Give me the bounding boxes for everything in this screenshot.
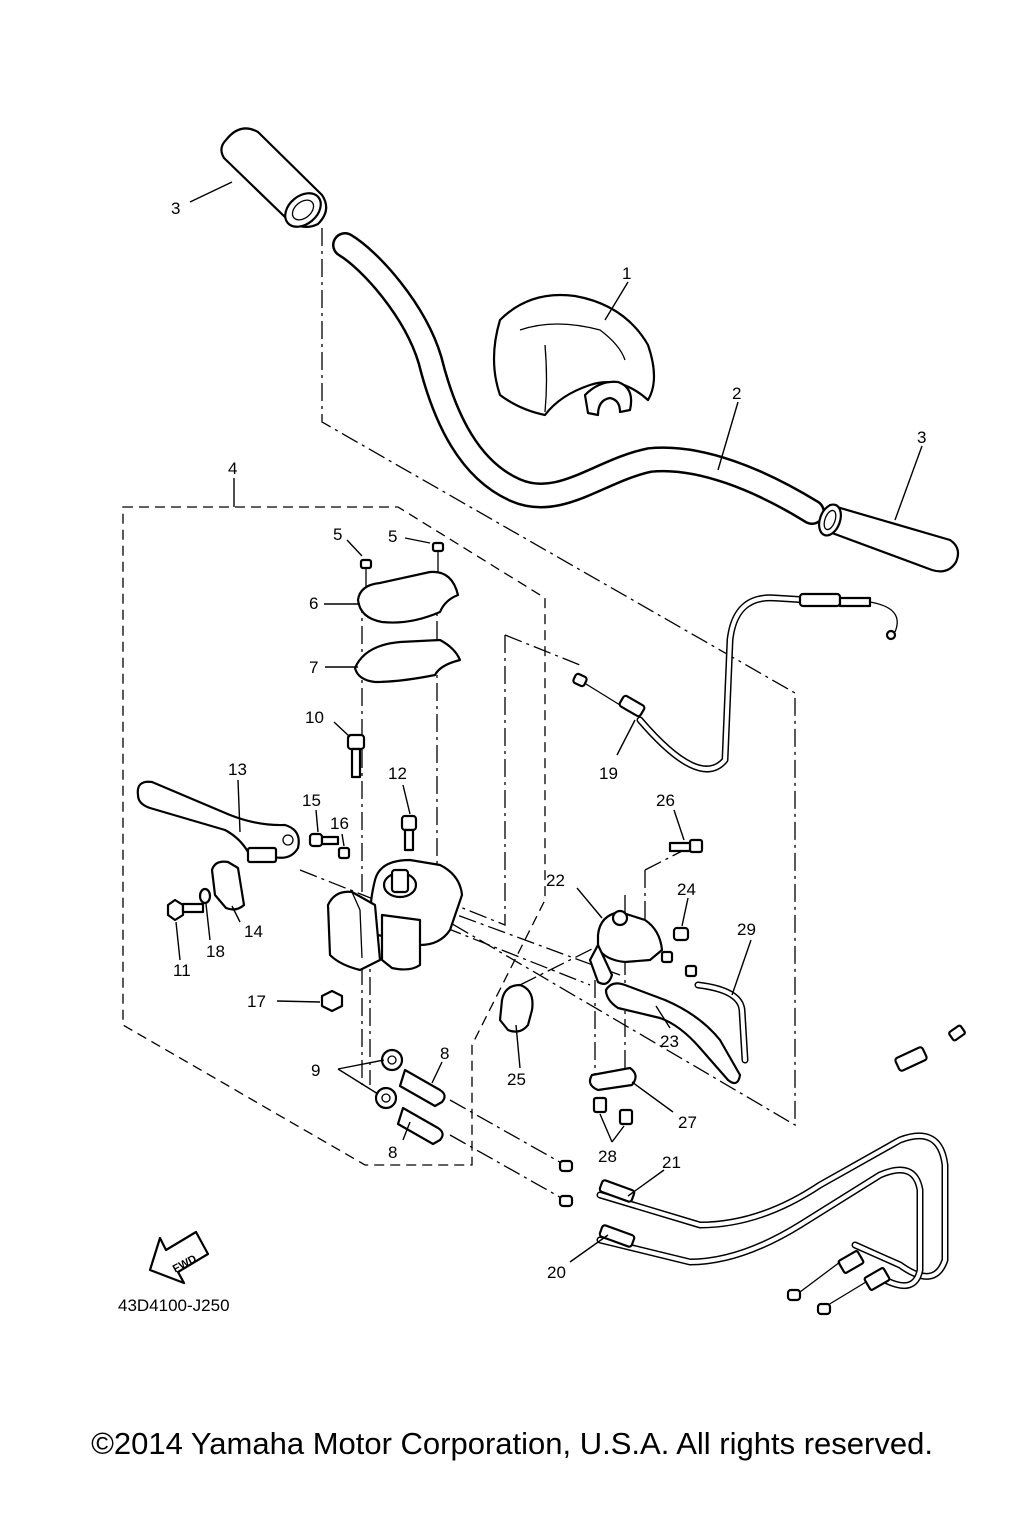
callout-18: 18 — [206, 942, 225, 961]
callout-2: 2 — [732, 384, 741, 403]
callout-22: 22 — [546, 871, 565, 890]
handlebar-pad-part — [492, 293, 656, 417]
pivot-bolt-part — [308, 832, 351, 860]
leader-lines — [175, 181, 923, 1263]
callout-17: 17 — [247, 992, 266, 1011]
cable-19-part — [572, 592, 898, 773]
callout-6: 6 — [309, 594, 318, 613]
callout-3-right: 3 — [917, 428, 926, 447]
assembly-guide-lines — [299, 228, 796, 1201]
callout-5-left: 5 — [333, 525, 342, 544]
clamp-14-part — [210, 860, 246, 911]
callout-13: 13 — [228, 760, 247, 779]
clutch-holder-22-part — [588, 909, 674, 985]
clamp-25-part — [498, 983, 534, 1033]
callout-8-top: 8 — [440, 1044, 449, 1063]
washer-18-part — [198, 887, 212, 905]
reservoir-screws-part — [359, 541, 445, 590]
callout-21: 21 — [662, 1153, 681, 1172]
callout-labels: 3 1 2 3 4 5 5 6 7 10 12 13 15 16 14 18 1… — [171, 199, 926, 1282]
left-grip-part — [220, 127, 328, 229]
callout-3-left: 3 — [171, 199, 180, 218]
nut-17-part — [320, 989, 344, 1013]
master-cylinder-assembly-outline — [122, 506, 546, 1166]
bolt-26-part — [668, 838, 704, 854]
cable-29-part — [684, 964, 966, 1072]
callout-11: 11 — [173, 961, 191, 980]
screws-28-part — [592, 1096, 634, 1126]
callout-10: 10 — [305, 708, 324, 727]
callout-1: 1 — [622, 264, 631, 283]
clutch-lever-23-part — [604, 982, 742, 1085]
callout-12: 12 — [388, 764, 407, 783]
callout-7: 7 — [309, 658, 318, 677]
callout-23: 23 — [660, 1032, 679, 1051]
callout-20: 20 — [547, 1263, 566, 1282]
callout-29: 29 — [737, 920, 756, 939]
reservoir-cap-part — [356, 570, 460, 624]
master-cylinder-body-part — [326, 858, 464, 972]
callout-28: 28 — [598, 1147, 617, 1166]
callout-27: 27 — [678, 1113, 697, 1132]
throttle-cables-part — [558, 1132, 949, 1316]
right-grip-part — [818, 503, 960, 573]
callout-16: 16 — [330, 814, 349, 833]
bolt-10-part — [346, 733, 366, 779]
bolt-24-part — [672, 926, 690, 942]
washers-9-part — [374, 1048, 404, 1110]
bolts-8-part — [396, 1068, 446, 1146]
diaphragm-part — [353, 638, 462, 684]
callout-8-bottom: 8 — [388, 1143, 397, 1162]
screw-12-part — [400, 814, 418, 852]
copyright-notice: ©2014 Yamaha Motor Corporation, U.S.A. A… — [91, 1426, 933, 1461]
handlebar-part — [332, 232, 825, 525]
callout-5-right: 5 — [388, 527, 397, 546]
callout-24: 24 — [677, 880, 696, 899]
callout-26: 26 — [656, 791, 675, 810]
callout-14: 14 — [244, 922, 263, 941]
callout-19: 19 — [599, 764, 618, 783]
callout-15: 15 — [302, 791, 321, 810]
brake-lever-13-part — [136, 780, 300, 864]
bolt-11-part — [166, 898, 205, 922]
callout-9: 9 — [311, 1061, 320, 1080]
fwd-arrow-icon: FWD — [148, 1230, 210, 1285]
callout-4: 4 — [228, 459, 237, 478]
callout-25: 25 — [507, 1070, 526, 1089]
bracket-27-part — [588, 1066, 637, 1092]
diagram-code: 43D4100-J250 — [118, 1296, 230, 1315]
